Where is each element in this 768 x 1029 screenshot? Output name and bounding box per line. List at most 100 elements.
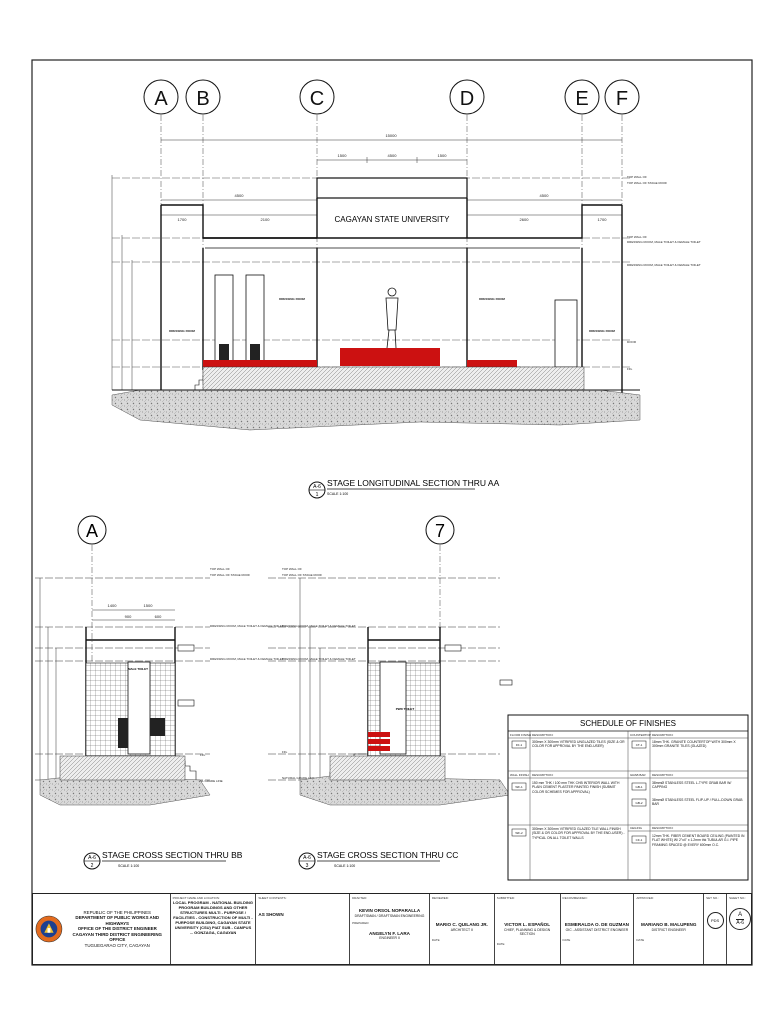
sched-wf2-desc: 300mm X 300mm VITRIFIED GLAZED TILE WALL… bbox=[532, 827, 625, 840]
recommended-role: OIC - ASSISTANT DISTRICT ENGINEER bbox=[565, 927, 629, 932]
sched-cf1-desc: 12mm THK. FIBER CEMENT BOARD CEILING (PA… bbox=[652, 834, 745, 847]
reviewed-cell: REVIEWED: MARIO C. QUILANG JR. ARCHITECT… bbox=[430, 894, 495, 964]
grid-label-c: C bbox=[310, 88, 324, 110]
set-no: PDS bbox=[710, 918, 720, 923]
grid-label-b: B bbox=[196, 88, 209, 110]
dim-center-3: 1500 bbox=[438, 153, 448, 158]
level-bb-grade: NATURAL GRADE LINE bbox=[190, 779, 223, 783]
sheet-no-bubble: A A-6 bbox=[729, 908, 752, 930]
sheet-border bbox=[31, 59, 753, 966]
room-label-cc-toilet: PWD TOILET bbox=[396, 707, 415, 711]
level-bb-ffl: FFL bbox=[200, 753, 206, 757]
sheet-no-cell: SHEET NO.: A A-6 bbox=[727, 894, 752, 964]
sched-col-desc-4: DESCRIPTION: bbox=[652, 773, 674, 777]
recommended-cell: RECOMMENDED: ESMERALDA O. DE GUZMAN OIC … bbox=[561, 894, 635, 964]
title-aa-scale: SCALE 1:100 bbox=[327, 492, 348, 496]
sched-gb2-code: GB-2 bbox=[635, 801, 642, 805]
level-cc-dressing-2: DRESSING ROOM, MALE TOILET & FEMALE TOIL… bbox=[282, 657, 356, 661]
set-no-cell: SET NO.: PDS bbox=[704, 894, 728, 964]
building-sign-text: CAGAYAN STATE UNIVERSITY bbox=[335, 215, 451, 224]
submitted-cell: SUBMITTED: VICTOR L. ESPAÑOL CHIEF, PLAN… bbox=[495, 894, 561, 964]
grid-bubbles-top bbox=[143, 79, 640, 115]
grid-label-f: F bbox=[616, 88, 628, 110]
title-aa: A-6 1 STAGE LONGITUDINAL SECTION THRU AA… bbox=[308, 478, 500, 499]
dim-center-1: 1500 bbox=[338, 153, 348, 158]
sched-col-desc-2: DESCRIPTION: bbox=[652, 733, 674, 737]
drafted-prepared-cell: DRAFTED: KEVIN ORSOL NOPARALLA DRAFTSMAN… bbox=[350, 894, 430, 964]
dim-center-2: 4500 bbox=[388, 153, 398, 158]
submitted-caption: SUBMITTED: bbox=[496, 896, 515, 900]
title-bb-tag: A-6 bbox=[88, 855, 96, 861]
office-line-5: TUGUEGARAO CITY, CAGAYAN bbox=[84, 942, 150, 948]
level-dressing-aa: DRESSING ROOM, MALE TOILET & FEMALE TOIL… bbox=[627, 240, 701, 244]
sched-ct1-code: CT-1 bbox=[636, 743, 643, 747]
sched-ct1-desc: 18mm THK. GRANITE COUNTERTOP WITH 300mm … bbox=[652, 740, 736, 749]
title-aa-text: STAGE LONGITUDINAL SECTION THRU AA bbox=[327, 478, 500, 488]
level-bb-dressing: DRESSING ROOM, MALE TOILET & FEMALE TOIL… bbox=[210, 624, 284, 628]
grid-label-d: D bbox=[460, 88, 474, 110]
sched-wf2-code: WF-2 bbox=[515, 831, 523, 835]
set-no-bubble: PDS bbox=[706, 912, 724, 929]
dim-bb-2: 1500 bbox=[144, 603, 154, 608]
level-cc-topwall: TOP WALL OF bbox=[282, 567, 302, 571]
approved-date-caption: DATE bbox=[636, 937, 645, 942]
title-bb-num: 2 bbox=[91, 863, 94, 869]
office-line-1: REPUBLIC OF THE PHILIPPINES bbox=[83, 910, 151, 916]
level-bb-dressing-2: DRESSING ROOM, MALE TOILET & FEMALE TOIL… bbox=[210, 657, 284, 661]
level-cc-stage: TOP WALL OF STAGE ROOF bbox=[282, 573, 322, 577]
sheet-contents: AS SHOWN bbox=[258, 912, 284, 917]
sched-col-floor: FLOOR FINISH bbox=[510, 733, 531, 737]
approved-caption: APPROVED: bbox=[636, 896, 654, 900]
room-label-aa-1: DRESSING ROOM bbox=[169, 329, 195, 333]
recommended-date-caption: DATE bbox=[562, 937, 571, 942]
dim-overall: 15000 bbox=[385, 133, 397, 138]
submitted-date-caption: DATE bbox=[496, 942, 505, 946]
grid-label-a: A bbox=[154, 88, 168, 110]
room-label-aa-2: DRESSING ROOM bbox=[279, 297, 305, 301]
prepared-role: ENGINEER II bbox=[379, 936, 400, 941]
sched-ff1-code: FF-1 bbox=[516, 743, 523, 747]
sched-col-desc-5: DESCRIPTION: bbox=[652, 826, 674, 830]
dim-right-part-2: 1700 bbox=[598, 217, 608, 222]
level-stage-roof-aa: TOP WALL OF STAGE ROOF bbox=[627, 181, 667, 185]
dim-bb-3: 900 bbox=[125, 614, 132, 619]
schedule-of-finishes: SCHEDULE OF FINISHES FLOOR FINISH DESCRI… bbox=[507, 714, 749, 881]
room-label-bb-toilet: MALE TOILET bbox=[128, 667, 148, 671]
title-bb: A-6 2 STAGE CROSS SECTION THRU BB SCALE … bbox=[83, 850, 243, 870]
grid-label-bb: A bbox=[86, 521, 98, 541]
reviewed-date-caption: DATE bbox=[431, 937, 440, 942]
project-cell: PROJECT NAME AND LOCATION: LOCAL PROGRAM… bbox=[171, 894, 257, 964]
title-cc: A-6 3 STAGE CROSS SECTION THRU CC SCALE … bbox=[298, 850, 458, 870]
level-cc-dressing: DRESSING ROOM, MALE TOILET & FEMALE TOIL… bbox=[282, 624, 356, 628]
sched-gb1-desc: 38mmØ STAINLESS STEEL L-TYPE GRAB BAR W/… bbox=[652, 781, 732, 790]
sheet-letter: A bbox=[738, 911, 743, 918]
approved-name: MARIANO B. MALUPENG bbox=[641, 922, 697, 927]
sched-col-desc-1: DESCRIPTION: bbox=[532, 733, 554, 737]
title-cc-num: 3 bbox=[306, 863, 309, 869]
title-cc-text: STAGE CROSS SECTION THRU CC bbox=[317, 850, 458, 860]
office-line-2: DEPARTMENT OF PUBLIC WORKS AND HIGHWAYS bbox=[75, 915, 160, 926]
office-cell: REPUBLIC OF THE PHILIPPINES DEPARTMENT O… bbox=[33, 894, 171, 964]
room-label-aa-3: DRESSING ROOM bbox=[479, 297, 505, 301]
drafted-role: DRAFTSMAN / DRAFTSMAN ENGINEERING bbox=[354, 913, 425, 918]
sheet-contents-caption: SHEET CONTENTS: bbox=[258, 896, 287, 900]
title-aa-num: 1 bbox=[316, 492, 319, 498]
sched-ff1-desc: 300mm X 300mm VITRIFIED UNGLAZED TILES (… bbox=[532, 740, 625, 749]
ground-soil-aa bbox=[111, 389, 641, 431]
title-cc-tag: A-6 bbox=[303, 855, 311, 861]
submitted-name: VICTOR L. ESPAÑOL bbox=[504, 922, 551, 927]
prepared-name: ANGELYN F. LARA bbox=[369, 930, 410, 936]
reviewed-role: ARCHITECT II bbox=[450, 927, 473, 932]
level-top-wall-aa-2: TOP WALL OF bbox=[627, 235, 647, 239]
office-line-4: CAGAYAN THIRD DISTRICT ENGINEERING OFFIC… bbox=[72, 931, 162, 943]
dim-bb-1: 1400 bbox=[108, 603, 118, 608]
prepared-caption: PREPARED: bbox=[352, 920, 370, 925]
sheet-contents-cell: SHEET CONTENTS: AS SHOWN bbox=[256, 894, 351, 964]
grid-label-e: E bbox=[575, 88, 588, 110]
sched-gb1-code: GB-1 bbox=[635, 785, 642, 789]
sched-cf1-code: CF-1 bbox=[636, 838, 643, 842]
section-cc: 7 TOP WALL OF TOP WALL OF STAGE ROOF DRE… bbox=[268, 515, 513, 870]
level-bb-stage: TOP WALL OF STAGE ROOF bbox=[210, 573, 250, 577]
title-cc-scale: SCALE 1:100 bbox=[334, 864, 355, 868]
